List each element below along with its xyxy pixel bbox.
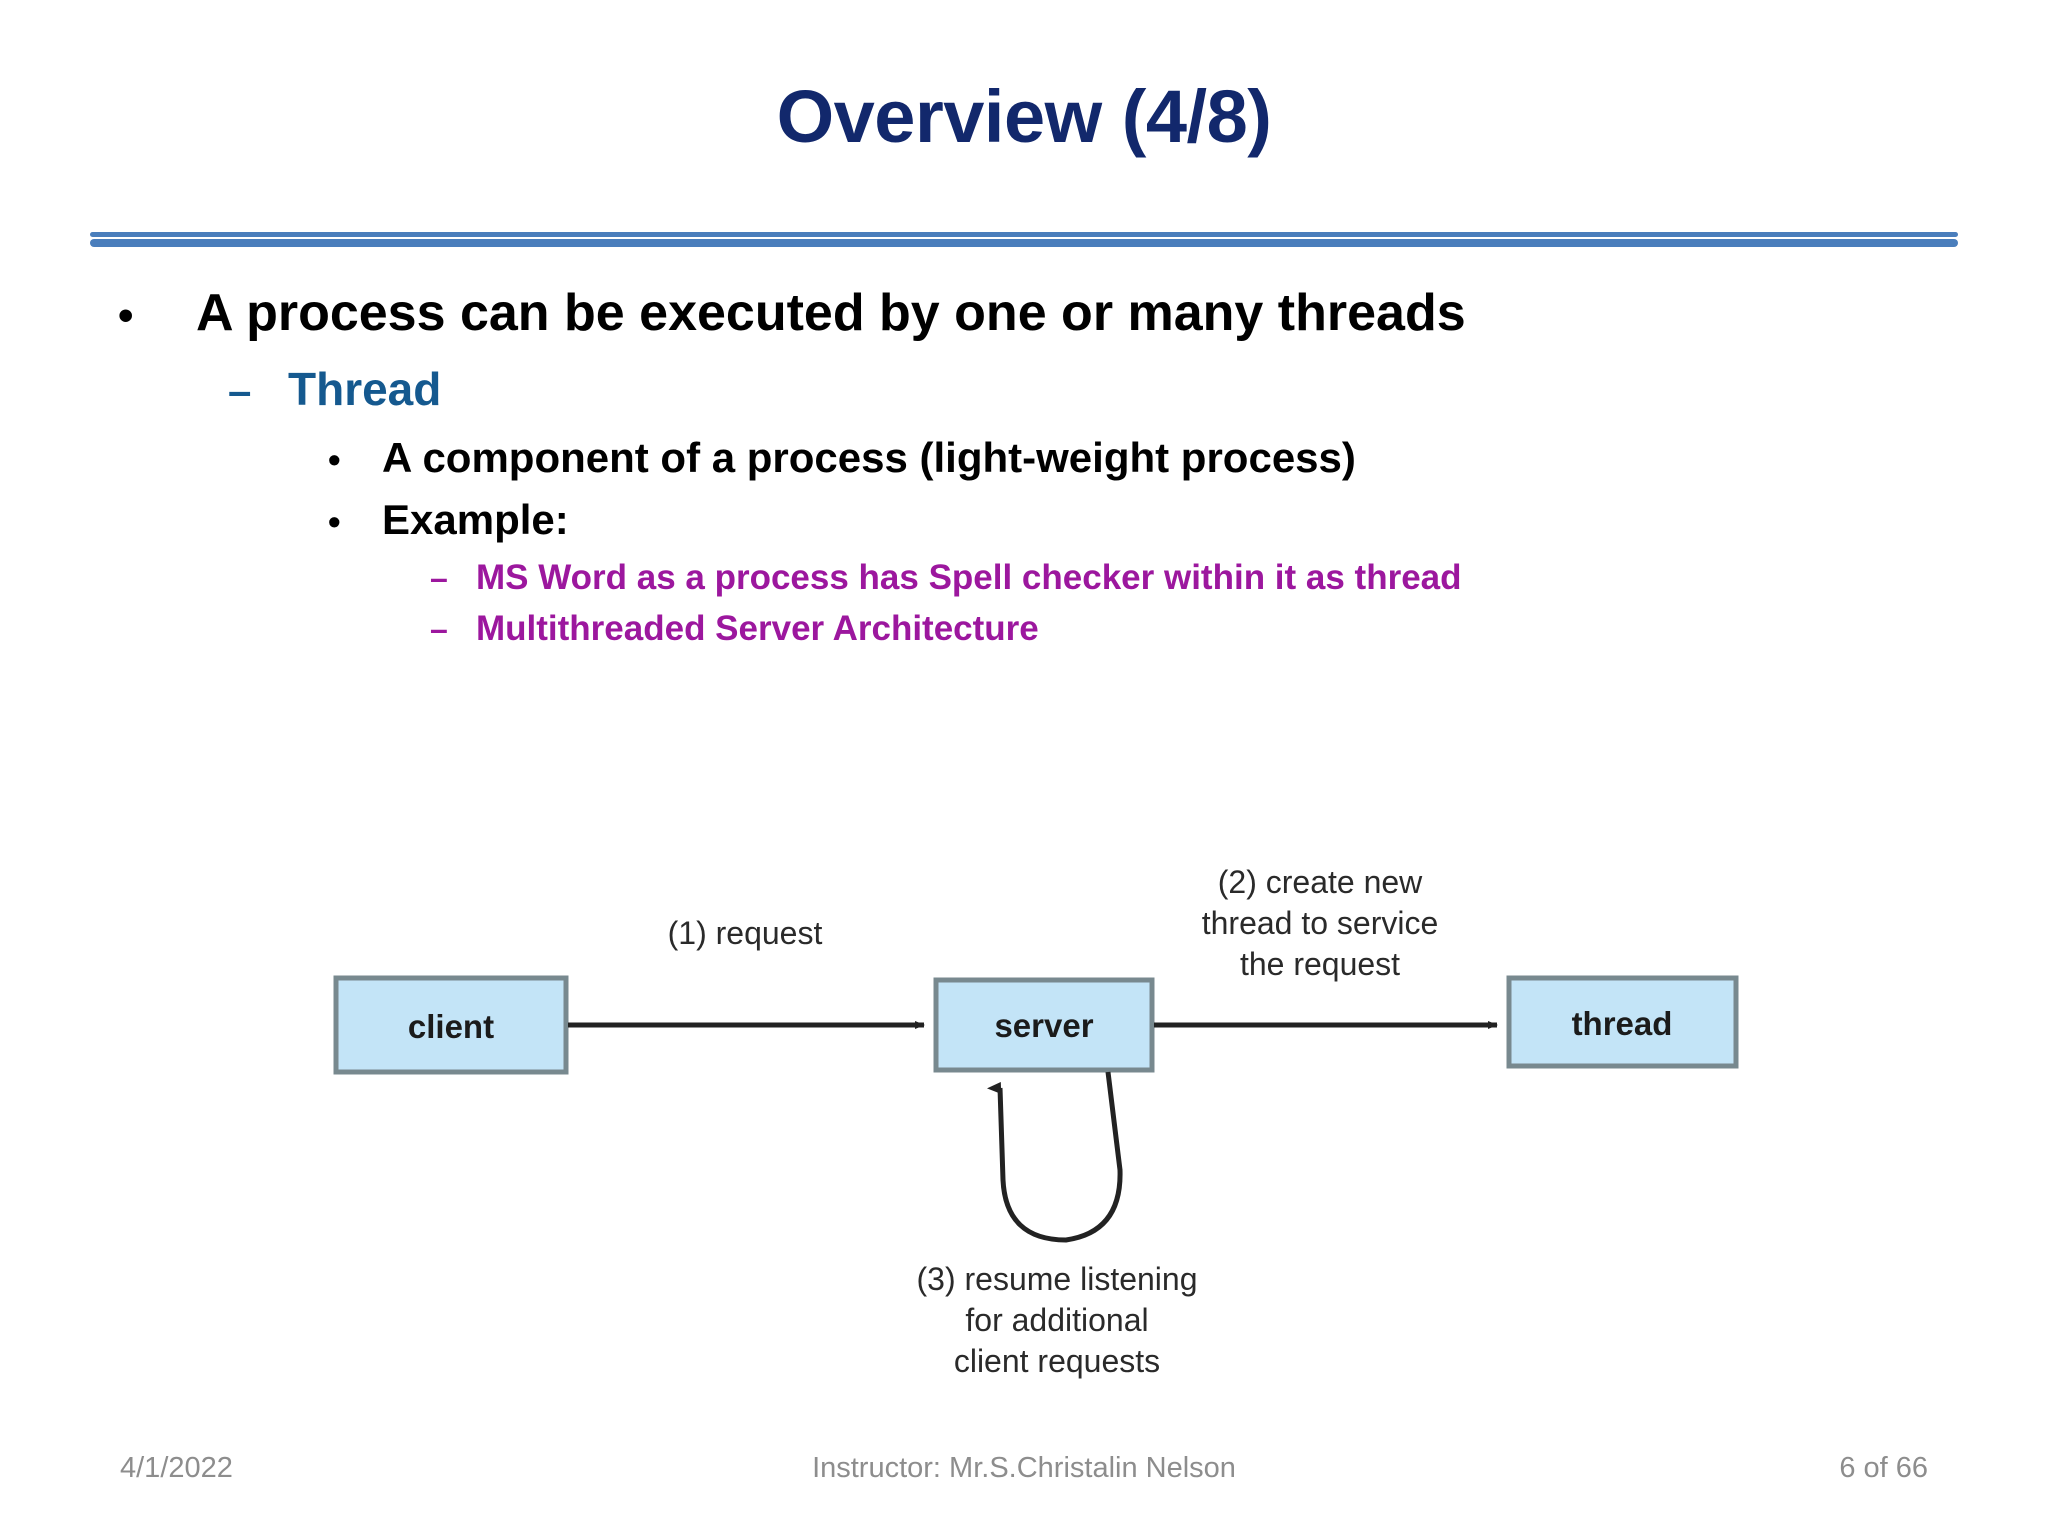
bullet-text: A component of a process (light-weight p… bbox=[382, 433, 1356, 481]
diagram-arrow-server-loop bbox=[987, 1071, 1123, 1243]
diagram-label-create-line1: (2) create new bbox=[1218, 864, 1423, 900]
bullet-marker-dot: • bbox=[328, 438, 341, 480]
diagram-label-create-line2: thread to service bbox=[1202, 905, 1439, 941]
bullet-marker-dot: • bbox=[118, 291, 134, 340]
bullet-level1-process: • A process can be executed by one or ma… bbox=[0, 284, 2048, 342]
diagram-node-thread: thread bbox=[1506, 975, 1739, 1069]
bullet-text: Thread bbox=[288, 363, 442, 416]
bullet-level4-msword: – MS Word as a process has Spell checker… bbox=[0, 559, 2048, 598]
bullet-level3-component: • A component of a process (light-weight… bbox=[0, 433, 2048, 481]
diagram-node-server-label: server bbox=[994, 1007, 1093, 1044]
diagram-label-resume-line1: (3) resume listening bbox=[917, 1261, 1198, 1297]
footer-instructor: Instructor: Mr.S.Christalin Nelson bbox=[812, 1452, 1236, 1484]
diagram-label-resume-line3: client requests bbox=[954, 1343, 1160, 1379]
diagram-node-client-label: client bbox=[408, 1008, 494, 1045]
title-divider bbox=[90, 232, 1958, 247]
bullet-marker-dash: – bbox=[228, 367, 252, 415]
slide-footer: 4/1/2022 Instructor: Mr.S.Christalin Nel… bbox=[0, 1452, 2048, 1502]
diagram-node-server: server bbox=[933, 977, 1155, 1073]
bullet-level4-multithreaded: – Multithreaded Server Architecture bbox=[0, 608, 2048, 649]
bullet-text: A process can be executed by one or many… bbox=[196, 284, 1466, 342]
diagram-node-thread-label: thread bbox=[1572, 1005, 1673, 1042]
divider-line-thick bbox=[90, 239, 1958, 247]
bullet-marker-dash: – bbox=[430, 560, 448, 597]
bullet-marker-dot: • bbox=[328, 500, 341, 542]
footer-date: 4/1/2022 bbox=[120, 1452, 233, 1484]
bullet-text: MS Word as a process has Spell checker w… bbox=[476, 558, 1462, 598]
bullet-level2-thread: – Thread bbox=[0, 364, 2048, 415]
multithreaded-server-diagram: client server thread (1) request (2) cre… bbox=[300, 840, 1800, 1400]
diagram-label-request: (1) request bbox=[668, 915, 823, 951]
bullet-level3-example: • Example: bbox=[0, 495, 2048, 543]
footer-page-number: 6 of 66 bbox=[1839, 1452, 1928, 1484]
bullet-marker-dash: – bbox=[430, 610, 448, 647]
diagram-node-client: client bbox=[333, 975, 569, 1075]
divider-line-thin bbox=[90, 232, 1958, 237]
page-title: Overview (4/8) bbox=[776, 75, 1272, 158]
bullet-list: • A process can be executed by one or ma… bbox=[0, 284, 2048, 660]
diagram-label-create-line3: the request bbox=[1240, 946, 1400, 982]
bullet-text: Multithreaded Server Architecture bbox=[476, 608, 1039, 648]
diagram-label-resume-line2: for additional bbox=[965, 1302, 1148, 1338]
bullet-text: Example: bbox=[382, 495, 569, 543]
